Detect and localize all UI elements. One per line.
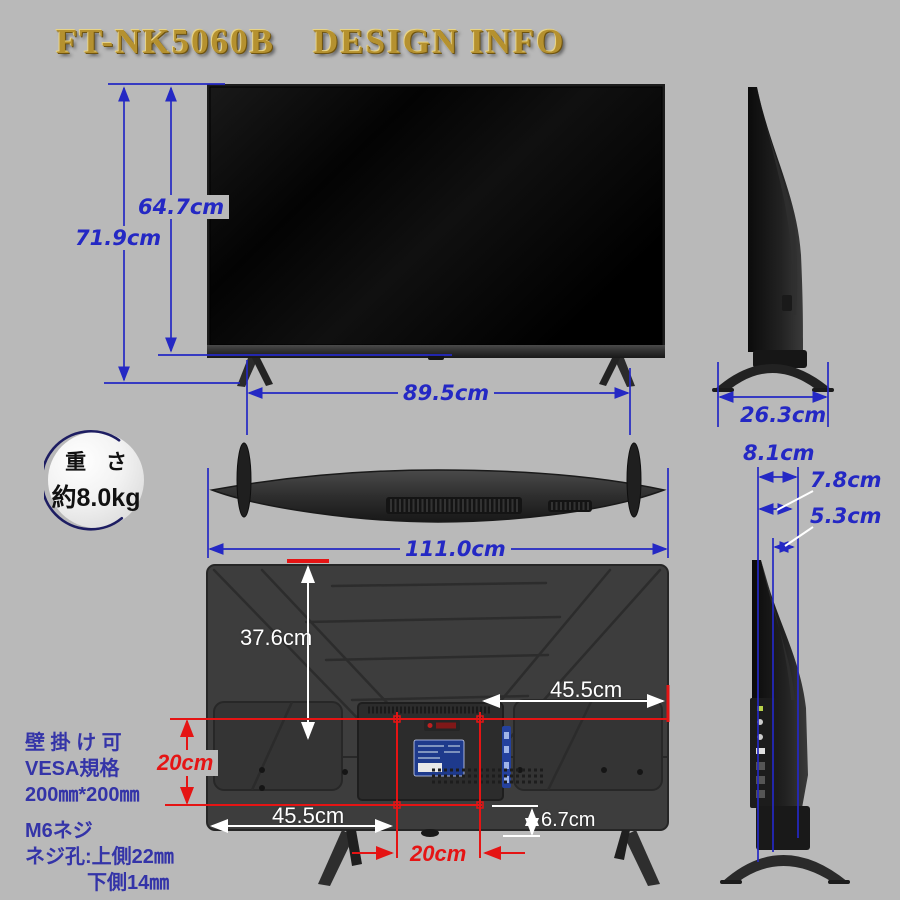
back-center-bump — [421, 829, 439, 837]
dim-side-depth: 26.3cm — [740, 403, 827, 427]
weight-badge: 重 さ 約8.0kg — [44, 430, 144, 531]
wall-mount-line1: 壁 掛 け 可 — [25, 732, 122, 754]
dim-thickness-mid: 7.8cm — [810, 468, 882, 492]
dim-back-left-to-vesa: 45.5cm — [272, 803, 345, 828]
dim-thickness-top: 8.1cm — [743, 441, 815, 465]
wall-mount-line3: 200㎜*200㎜ — [25, 784, 140, 806]
back-right-inset-seam — [546, 699, 594, 791]
screw-info: M6ネジ ネジ孔:上側22㎜ 下側14㎜ — [25, 818, 174, 896]
side2-neck — [756, 806, 810, 850]
back-vent-rows — [432, 768, 546, 784]
dim-vesa-height: 20cm — [152, 750, 219, 776]
weight-badge-arc — [44, 430, 124, 531]
front-view-tv — [207, 84, 665, 387]
weight-label: 重 さ — [65, 451, 134, 474]
front-tv-screen — [209, 86, 663, 346]
dim-back-bottom-strip: 6.7cm — [541, 809, 596, 831]
front-left-foot-prong — [252, 358, 273, 386]
leader-thickness-mid — [776, 490, 814, 511]
wall-mount-line2: VESA規格 — [25, 758, 120, 780]
back-side-port-pins — [504, 732, 509, 783]
dim-front-total-height: 71.9cm — [70, 226, 167, 250]
back-left-foot-prong — [346, 830, 362, 866]
screw-line2: ネジ孔:上側22㎜ — [25, 846, 174, 868]
back-side-ports — [502, 726, 511, 788]
side2-stand-pad-left — [720, 880, 742, 884]
back-logo-dot — [427, 723, 433, 728]
model-number: FT-NK5060B — [56, 22, 276, 61]
side-tv-neck — [753, 350, 807, 368]
top-view-body — [209, 469, 667, 523]
leader-thickness-panel — [784, 526, 814, 547]
side-rear-view-tv — [720, 560, 850, 884]
dim-thickness-panel: 5.3cm — [810, 504, 882, 528]
side2-curve-highlight — [761, 560, 795, 700]
dim-vesa-width: 20cm — [410, 841, 467, 866]
white-annotation-lines — [210, 490, 814, 837]
back-left-foot — [318, 830, 354, 886]
top-view-left-foot — [236, 442, 252, 518]
side-tv-blade — [748, 87, 803, 352]
title-subtitle: DESIGN INFO — [313, 22, 566, 61]
dim-back-top-to-vesa: 37.6cm — [240, 625, 313, 650]
top-view-tv — [209, 442, 667, 523]
back-left-inset-seam — [250, 701, 294, 791]
back-right-foot-prong — [614, 830, 630, 860]
top-view-right-foot — [626, 442, 642, 518]
dim-front-screen-height: 64.7cm — [133, 195, 230, 219]
badge-arc-path — [44, 430, 124, 531]
dim-front-stand-width: 89.5cm — [398, 381, 495, 405]
back-screw-holes — [259, 767, 643, 791]
side2-stand — [722, 855, 848, 882]
vesa-corner-markers — [393, 715, 484, 809]
front-right-foot-prong — [599, 358, 620, 386]
side2-stand-pad-right — [828, 880, 850, 884]
screw-line1: M6ネジ — [25, 820, 93, 842]
back-logo-mark — [436, 722, 456, 729]
weight-value: 約8.0kg — [51, 484, 141, 512]
page-title: FT-NK5060B DESIGN INFO — [56, 22, 565, 62]
dim-back-vesa-to-right: 45.5cm — [550, 677, 623, 702]
screw-line3: 下側14㎜ — [87, 872, 170, 894]
back-view-tv — [206, 564, 669, 886]
wall-mount-info: 壁 掛 け 可 VESA規格 200㎜*200㎜ — [25, 730, 140, 808]
back-rating-label-text-lines — [418, 745, 460, 772]
side-stand-pad-left — [712, 388, 734, 392]
dim-top-width: 111.0cm — [400, 537, 511, 561]
side-view-tv — [712, 87, 834, 392]
back-left-inset — [213, 701, 343, 791]
side-stand-pad-right — [812, 388, 834, 392]
side-tv-curve-highlight — [757, 87, 798, 315]
back-right-foot — [624, 830, 660, 886]
side-tv-port-detail — [782, 295, 792, 311]
side-tv-stand — [714, 364, 832, 390]
